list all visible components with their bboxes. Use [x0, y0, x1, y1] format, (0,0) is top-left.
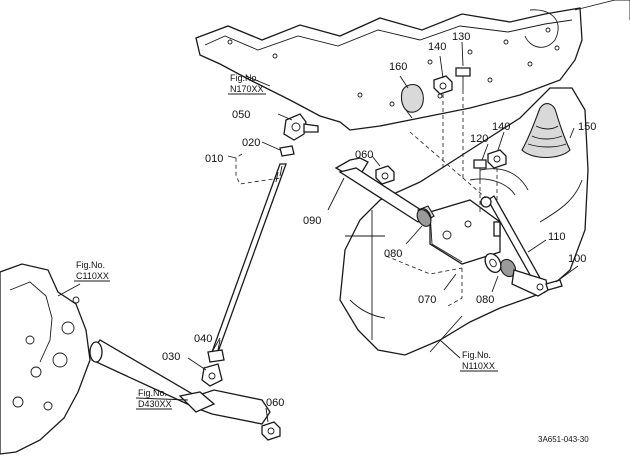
callout-040: 040	[194, 333, 212, 345]
group-bracket-010	[235, 153, 281, 185]
bracket-070	[429, 199, 501, 265]
figref-n110: Fig.No. N110XX	[460, 350, 498, 372]
callout-050: 050	[232, 109, 250, 121]
floor-panel	[195, 0, 630, 131]
callout-010: 010	[205, 153, 223, 165]
group-bracket-070-tail	[447, 268, 463, 307]
callout-030: 030	[162, 351, 180, 363]
pin-100	[545, 279, 563, 291]
figref-c110-label: Fig.No.	[76, 260, 105, 270]
figref-c110-code: C110XX	[76, 271, 109, 281]
callout-110: 110	[548, 231, 566, 243]
bolt-130	[455, 67, 471, 180]
callout-020: 020	[242, 137, 260, 149]
group-bracket-070	[385, 255, 463, 275]
figref-d430-label: Fig.No.	[138, 388, 167, 398]
nut-020	[279, 145, 295, 157]
figref-d430-code: D430XX	[138, 399, 172, 409]
callout-080-right: 080	[476, 294, 494, 306]
nut-140-top	[433, 75, 453, 170]
lower-arm	[89, 339, 271, 425]
callout-120: 120	[470, 133, 488, 145]
callout-130: 130	[452, 31, 470, 43]
callout-140-top: 140	[428, 41, 446, 53]
figref-n170-code: N170XX	[230, 84, 264, 94]
callout-070: 070	[418, 294, 436, 306]
callout-080-left: 080	[384, 248, 402, 260]
nut-060-bottom	[261, 421, 281, 441]
figref-n170: Fig.No. N170XX	[228, 73, 266, 95]
clevis-030	[201, 363, 223, 387]
drawing-code: 3A651-043-30	[538, 435, 589, 444]
callout-090: 090	[303, 215, 321, 227]
boot-150	[521, 103, 571, 159]
figref-d430: Fig.No. D430XX	[136, 388, 172, 410]
callout-060-bottom: 060	[266, 397, 284, 409]
figref-n110-label: Fig.No.	[462, 350, 491, 360]
ball-joint-050	[283, 113, 319, 141]
shift-knob-160	[400, 83, 424, 119]
callout-140-right: 140	[492, 121, 510, 133]
figref-n170-label: Fig.No.	[230, 73, 259, 83]
nut-060-top	[375, 165, 395, 185]
figref-n110-code: N110XX	[462, 361, 495, 371]
rod-010	[211, 163, 287, 353]
nut-040	[207, 349, 225, 363]
lever-110	[409, 131, 549, 297]
callout-060-top: 060	[355, 149, 373, 161]
bushing-080-right	[484, 253, 517, 278]
callout-100: 100	[568, 253, 586, 265]
callout-150: 150	[578, 121, 596, 133]
figref-c110: Fig.No. C110XX	[74, 260, 110, 282]
callout-160: 160	[389, 61, 407, 73]
bushing-080-left	[416, 209, 432, 227]
leader-lines	[57, 41, 579, 423]
nut-140-right	[487, 149, 507, 200]
transmission-case	[0, 263, 91, 455]
